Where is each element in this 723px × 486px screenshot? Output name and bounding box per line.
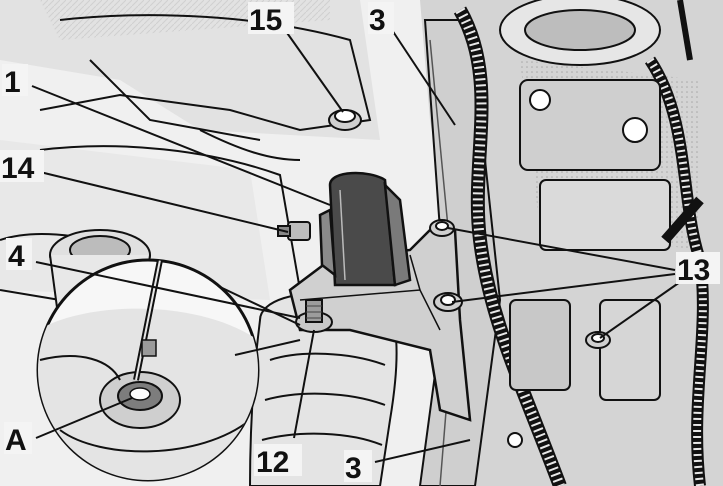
- leader-1: [31, 85, 331, 206]
- leader-3-bottom: [374, 439, 471, 463]
- leader-12: [293, 329, 315, 439]
- bolt-13-upper: [429, 219, 455, 237]
- leader-A: [35, 397, 133, 439]
- leader-13-c: [599, 281, 681, 339]
- callout-3-top: 3: [369, 4, 386, 37]
- bolt-13-middle: [433, 292, 463, 312]
- rubber-mount: [318, 171, 412, 287]
- leader-13-b: [451, 273, 676, 303]
- callout-14: 14: [1, 152, 35, 185]
- callout-12: 12: [256, 446, 289, 479]
- engine-block: [499, 0, 704, 448]
- body-panel: [0, 14, 372, 301]
- callout-13: 13: [677, 254, 710, 287]
- callout-3-bottom: 3: [345, 452, 362, 485]
- callout-A: A: [5, 424, 27, 457]
- detail-magnifier: [36, 258, 301, 482]
- leader-13-a: [447, 227, 676, 271]
- nut-12: [295, 299, 333, 333]
- callout-4: 4: [8, 240, 25, 273]
- callout-15: 15: [249, 4, 282, 37]
- leader-15: [284, 29, 344, 113]
- callout-1: 1: [4, 66, 21, 99]
- leader-14: [39, 171, 289, 233]
- leader-lines: [31, 29, 681, 463]
- leader-3-top: [391, 29, 456, 126]
- leader-4: [35, 261, 301, 319]
- bolt-15: [328, 109, 362, 131]
